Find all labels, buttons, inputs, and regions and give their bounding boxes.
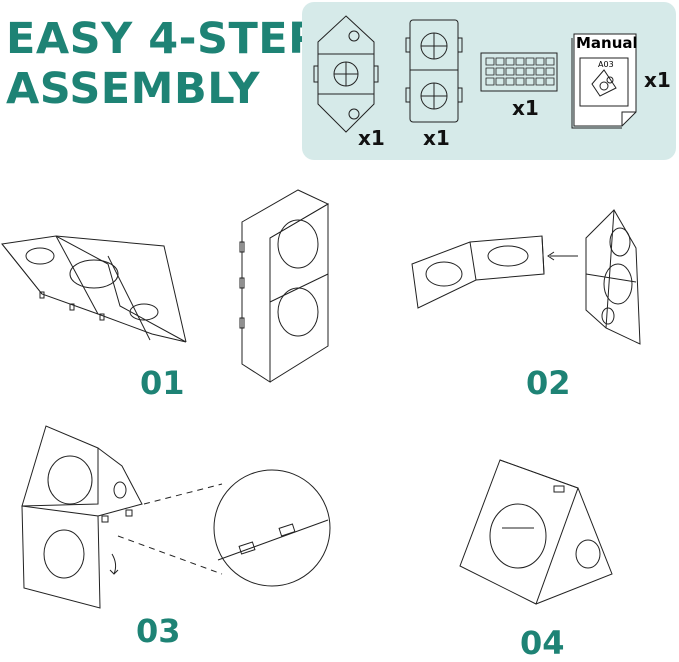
square-panel-icon: [406, 18, 462, 124]
step-02-illustration: [410, 208, 656, 358]
part-qty: x1: [512, 96, 539, 120]
step-03-number: 03: [136, 612, 181, 650]
square-panel-standing: [240, 190, 328, 382]
parts-list-panel: x1 x1 x1 Manual A03 x1: [302, 2, 676, 160]
step-04-illustration: [460, 458, 620, 608]
step-02-number: 02: [526, 364, 571, 402]
page-title: EASY 4-STEP ASSEMBLY: [6, 14, 320, 114]
step-03-illustration: [22, 424, 334, 624]
title-line-1: EASY 4-STEP: [6, 14, 321, 64]
triangle-panel-icon: [316, 14, 376, 134]
manual-icon: Manual A03: [570, 30, 640, 128]
connector-sheet-icon: [480, 52, 558, 92]
triangle-prism-side: [586, 210, 640, 344]
part-qty: x1: [644, 68, 671, 92]
step-01-number: 01: [140, 364, 185, 402]
step-01-illustration: [0, 186, 330, 382]
triangle-panel-flat: [2, 236, 186, 342]
manual-code: A03: [598, 60, 614, 69]
part-qty: x1: [423, 126, 450, 150]
part-qty: x1: [358, 126, 385, 150]
step-04-number: 04: [520, 624, 565, 662]
manual-label: Manual: [576, 34, 638, 52]
title-line-2: ASSEMBLY: [6, 64, 261, 114]
